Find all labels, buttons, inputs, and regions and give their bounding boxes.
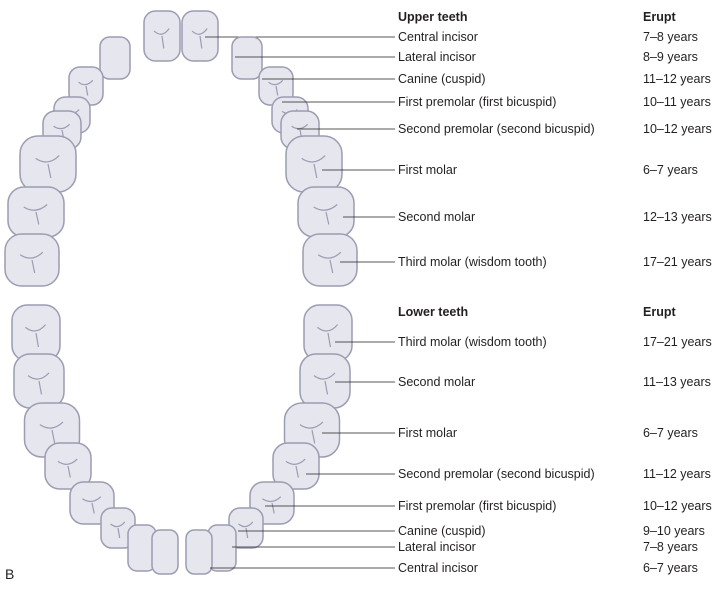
lower-tooth-label: First molar	[398, 426, 458, 440]
lower-erupt-age: 9–10 years	[643, 524, 705, 538]
upper-tooth-label: First molar	[398, 163, 458, 177]
lower-tooth-label: First premolar (first bicuspid)	[398, 499, 557, 513]
figure-label: B	[5, 566, 15, 582]
lower-erupt-age: 6–7 years	[643, 561, 698, 575]
lower-erupt-age: 17–21 years	[643, 335, 712, 349]
upper-right-central-incisor	[181, 10, 219, 62]
upper-erupt-heading: Erupt	[643, 10, 676, 24]
upper-left-central-incisor	[143, 10, 181, 62]
lower-tooth-label: Lateral incisor	[398, 540, 476, 554]
upper-erupt-age: 11–12 years	[643, 72, 711, 86]
upper-erupt-age: 10–11 years	[643, 95, 711, 109]
upper-heading: Upper teeth	[398, 10, 468, 24]
upper-left-canine	[68, 66, 104, 106]
upper-erupt-age: 12–13 years	[643, 210, 712, 224]
upper-tooth-label: Canine (cuspid)	[398, 72, 486, 86]
upper-right-second-molar	[297, 186, 355, 238]
lower-tooth-label: Central incisor	[398, 561, 478, 575]
lower-tooth-label: Second molar	[398, 375, 476, 389]
lower-erupt-age: 11–12 years	[643, 467, 711, 481]
lower-tooth-label: Canine (cuspid)	[398, 524, 486, 538]
lower-right-third-molar	[303, 304, 353, 362]
upper-tooth-label: First premolar (first bicuspid)	[398, 95, 557, 109]
upper-tooth-label: Third molar (wisdom tooth)	[398, 255, 547, 269]
lower-right-central-incisor	[185, 529, 213, 575]
upper-left-third-molar	[4, 233, 60, 287]
upper-right-lateral-incisor	[231, 36, 263, 80]
upper-erupt-age: 7–8 years	[643, 30, 698, 44]
upper-tooth-label: Second molar	[398, 210, 476, 224]
lower-right-second-premolar	[272, 442, 320, 490]
upper-erupt-age: 10–12 years	[643, 122, 712, 136]
upper-left-first-molar	[19, 135, 77, 193]
upper-erupt-age: 6–7 years	[643, 163, 698, 177]
lower-left-third-molar	[11, 304, 61, 362]
upper-right-canine	[258, 66, 294, 106]
upper-tooth-label: Central incisor	[398, 30, 478, 44]
lower-tooth-label: Third molar (wisdom tooth)	[398, 335, 547, 349]
lower-heading: Lower teeth	[398, 305, 469, 319]
upper-erupt-age: 8–9 years	[643, 50, 698, 64]
lower-right-second-molar	[299, 353, 351, 409]
lower-left-central-incisor	[151, 529, 179, 575]
lower-erupt-age: 11–13 years	[643, 375, 711, 389]
lower-left-second-premolar	[44, 442, 92, 490]
upper-left-second-molar	[7, 186, 65, 238]
upper-right-first-molar	[285, 135, 343, 193]
lower-left-second-molar	[13, 353, 65, 409]
upper-tooth-label: Lateral incisor	[398, 50, 476, 64]
upper-left-lateral-incisor	[99, 36, 131, 80]
upper-tooth-label: Second premolar (second bicuspid)	[398, 122, 595, 136]
lower-erupt-age: 10–12 years	[643, 499, 712, 513]
upper-erupt-age: 17–21 years	[643, 255, 712, 269]
lower-tooth-label: Second premolar (second bicuspid)	[398, 467, 595, 481]
lower-erupt-age: 6–7 years	[643, 426, 698, 440]
lower-erupt-heading: Erupt	[643, 305, 676, 319]
upper-right-third-molar	[302, 233, 358, 287]
lower-erupt-age: 7–8 years	[643, 540, 698, 554]
